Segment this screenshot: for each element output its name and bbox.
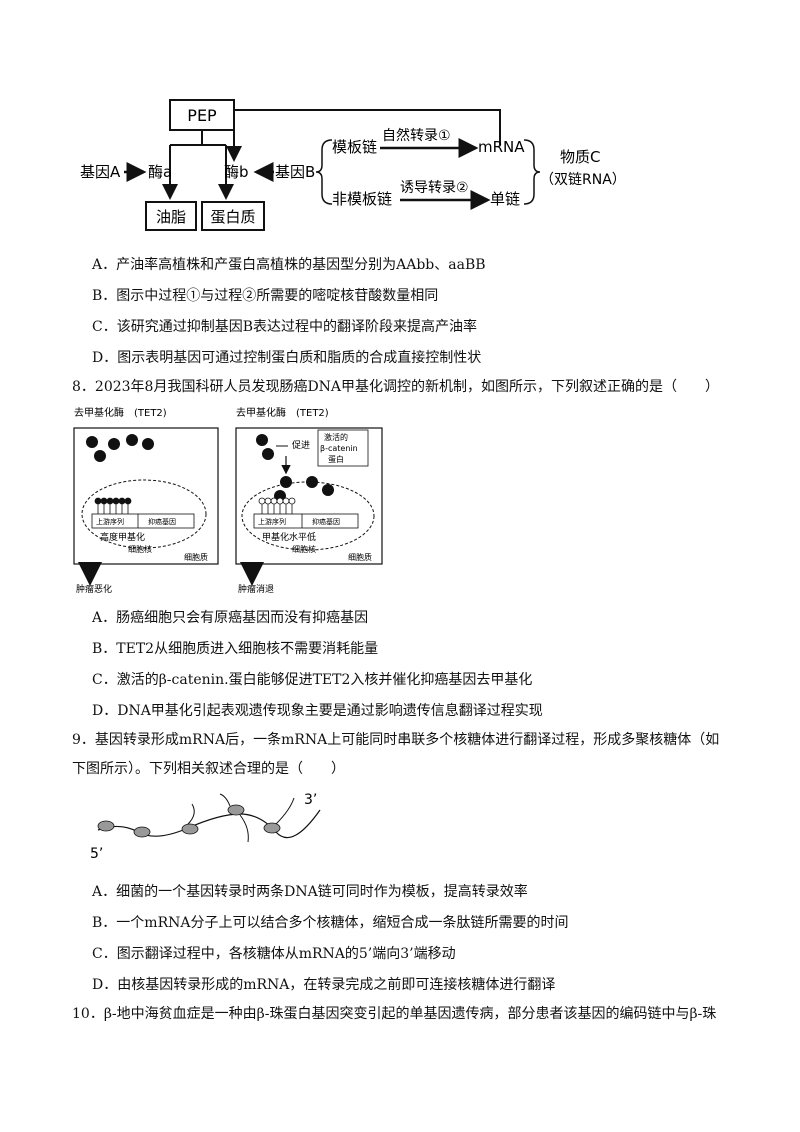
single-strand: 单链	[490, 190, 520, 208]
outcome-left: 肿瘤恶化	[76, 583, 112, 594]
promote-label: 促进	[292, 439, 310, 451]
ribosome	[133, 826, 151, 838]
methyl-groups-left	[94, 497, 132, 514]
q8-option-d: D．DNA甲基化引起表观遗传现象主要是通过影响遗传信息翻译过程实现	[92, 703, 543, 719]
protein-label: 蛋白质	[210, 208, 255, 226]
q7-option-c: C．该研究通过抑制基因B表达过程中的翻译阶段来提高产油率	[92, 319, 477, 335]
enzyme-b: 酶b	[224, 163, 249, 181]
q7-option-b: B．图示中过程①与过程②所需要的嘧啶核苷酸数量相同	[92, 288, 439, 304]
oil-label: 油脂	[156, 208, 186, 226]
non-template-strand: 非模板链	[332, 190, 392, 208]
beta-catenin-label: β-catenin	[320, 444, 358, 453]
tet2-dot	[108, 438, 120, 450]
peptide-chain	[187, 803, 195, 825]
ribosome	[97, 820, 115, 832]
enzyme-a: 酶a	[148, 163, 172, 181]
gene-a: 基因A	[80, 163, 121, 181]
activated-label: 激活的	[324, 432, 348, 442]
peptide-chain	[239, 814, 249, 843]
pep-label: PEP	[187, 106, 217, 125]
tet2-dot	[86, 436, 98, 448]
nucleus-left	[81, 479, 207, 549]
nucleus-label-left: 细胞核	[128, 544, 152, 554]
suppressor-gene-right: 抑癌基因	[312, 517, 340, 526]
tet2-dot	[256, 434, 268, 446]
q9-stem-line1: 9．基因转录形成mRNA后，一条mRNA上可能同时串联多个核糖体进行翻译过程，形…	[72, 732, 720, 748]
tet2-dot	[262, 448, 274, 460]
protein-label-2: 蛋白	[328, 454, 344, 464]
q8-option-c: C．激活的β-catenin.蛋白能够促进TET2入核并催化抑癌基因去甲基化	[92, 672, 533, 688]
peptide-chain	[275, 797, 295, 825]
tet2-label-right: 去甲基化酶 (TET2)	[236, 406, 329, 419]
gene-pathway-diagram: PEP 基因A 酶a 酶b 基因B 油脂 蛋白质 模板链 自然转录① mRNA …	[80, 99, 626, 231]
upstream-seq-right: 上游序列	[258, 517, 286, 526]
methylation-diagram: 去甲基化酶 (TET2) 上游序列 抑癌基因 高度甲基化 细胞核 细胞质 肿瘤恶…	[73, 406, 383, 594]
ribosome	[181, 823, 199, 835]
nucleus-label-right: 细胞核	[292, 544, 316, 554]
ribosome	[263, 822, 281, 834]
polyribosome-diagram: 3’ 5’	[90, 792, 321, 862]
protein-box	[201, 201, 265, 231]
ribosome	[227, 804, 245, 816]
methyl-groups-right	[258, 497, 296, 514]
beta-catenin-box	[317, 429, 369, 467]
tet2-dot	[126, 434, 138, 446]
cytoplasm-label-left: 细胞质	[184, 552, 208, 562]
dsrna-label: （双链RNA）	[540, 172, 626, 188]
low-methylation: 甲基化水平低	[262, 531, 316, 543]
q9-option-d: D．由核基因转录形成的mRNA，在转录完成之前即可连接核糖体进行翻译	[92, 977, 556, 993]
tet2-dot	[322, 484, 334, 496]
q8-stem: 8．2023年8月我国科研人员发现肠癌DNA甲基化调控的新机制，如图所示，下列叙…	[72, 379, 720, 395]
q8-option-a: A．肠癌细胞只会有原癌基因而没有抑癌基因	[92, 610, 369, 626]
q7-option-a: A．产油率高植株和产蛋白高植株的基因型分别为AAbb、aaBB	[92, 257, 486, 273]
mrna-strand	[97, 809, 321, 839]
nucleus-right	[241, 481, 375, 551]
q9-option-c: C．图示翻译过程中，各核糖体从mRNA的5’端向3’端移动	[92, 946, 456, 962]
tet2-dot	[274, 490, 286, 502]
tet2-dot	[142, 438, 154, 450]
induced-transcription: 诱导转录②	[400, 180, 469, 196]
substance-c: 物质C	[560, 148, 600, 166]
five-prime-end: 5’	[90, 846, 103, 862]
peptide-chain	[219, 793, 231, 807]
suppressor-gene-left: 抑癌基因	[148, 517, 176, 526]
natural-transcription: 自然转录①	[382, 127, 451, 144]
oil-box	[145, 201, 197, 231]
tet2-dot	[94, 450, 106, 462]
gene-b: 基因B	[275, 163, 315, 181]
q10-stem: 10．β-地中海贫血症是一种由β-珠蛋白基因突变引起的单基因遗传病，部分患者该基…	[72, 1006, 717, 1022]
mrna-label: mRNA	[478, 138, 525, 156]
outcome-right: 肿瘤消退	[238, 583, 274, 594]
tet2-label-left: 去甲基化酶 (TET2)	[74, 406, 167, 419]
q9-option-a: A．细菌的一个基因转录时两条DNA链可同时作为模板，提高转录效率	[92, 884, 528, 900]
upstream-seq-left: 上游序列	[96, 517, 124, 526]
tet2-dot	[280, 476, 292, 488]
cytoplasm-label-right: 细胞质	[348, 552, 372, 562]
q9-stem-line2: 下图所示）。下列相关叙述合理的是（ ）	[72, 761, 345, 777]
high-methylation: 高度甲基化	[100, 531, 145, 543]
q7-option-d: D．图示表明基因可通过控制蛋白质和脂质的合成直接控制性状	[92, 350, 482, 366]
q8-option-b: B．TET2从细胞质进入细胞核不需要消耗能量	[92, 641, 379, 657]
template-strand: 模板链	[332, 138, 377, 156]
three-prime-end: 3’	[304, 792, 317, 808]
q9-option-b: B．一个mRNA分子上可以结合多个核糖体，缩短合成一条肽链所需要的时间	[92, 915, 569, 931]
